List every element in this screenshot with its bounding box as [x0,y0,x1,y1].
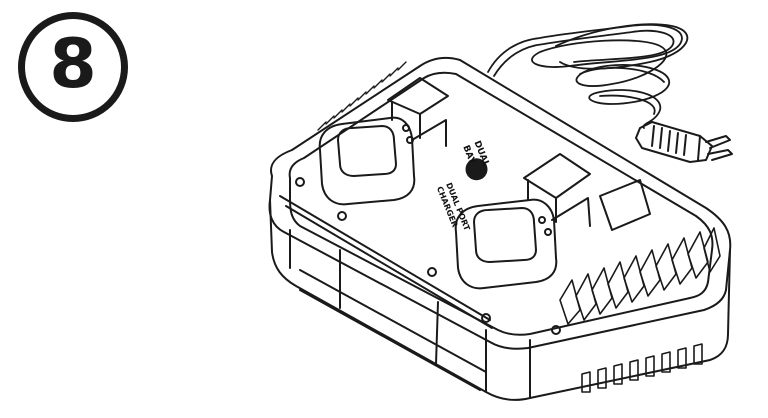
plug-icon [635,121,733,163]
step-number: 8 [49,25,97,104]
charger-body-icon [268,57,732,401]
brand-logo: DUAL BAY [460,140,491,181]
battery-slot-icon [454,153,651,290]
vent-grille [559,227,721,393]
step-number-badge: 8 [18,12,128,122]
power-cord-icon [487,23,689,129]
ridge-texture [317,61,407,131]
battery-slot-icon [318,77,449,206]
